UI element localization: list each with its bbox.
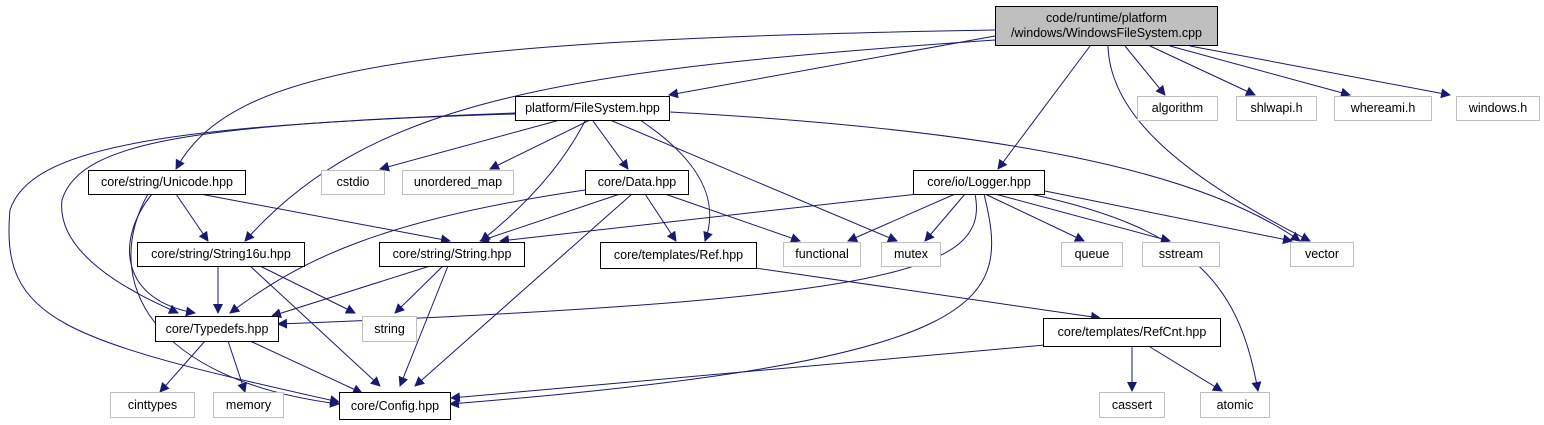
node-config-hpp[interactable]: core/Config.hpp bbox=[339, 392, 451, 420]
node-filesystem-hpp[interactable]: platform/FileSystem.hpp bbox=[515, 96, 670, 121]
edge-logger-to-vector bbox=[1039, 189, 1293, 245]
node-string-std: string bbox=[362, 316, 417, 342]
edge-filesystem-to-data bbox=[592, 120, 629, 170]
edge-string-to-typedefs bbox=[271, 265, 431, 319]
edge-refcnt-to-atomic bbox=[1149, 346, 1223, 392]
edge-logger-to-functional bbox=[847, 193, 956, 242]
edge-string16u-to-config bbox=[249, 265, 381, 387]
edge-typedefs-to-memory bbox=[227, 340, 247, 393]
edge-root-to-unicode bbox=[175, 29, 996, 170]
node-windows-h: windows.h bbox=[1456, 96, 1540, 121]
edge-logger-to-string bbox=[499, 193, 919, 245]
node-refcnt-hpp[interactable]: core/templates/RefCnt.hpp bbox=[1043, 318, 1221, 347]
root-file-path-line2: /windows/WindowsFileSystem.cpp bbox=[1010, 26, 1203, 40]
edge-logger-to-mutex bbox=[924, 193, 966, 242]
node-functional: functional bbox=[783, 242, 861, 267]
node-logger-hpp[interactable]: core/io/Logger.hpp bbox=[913, 170, 1045, 195]
node-sstream: sstream bbox=[1142, 242, 1220, 267]
node-string16u-hpp[interactable]: core/string/String16u.hpp bbox=[137, 242, 305, 267]
edge-ref-to-refcnt bbox=[754, 267, 1101, 322]
edge-unicode-to-string bbox=[199, 193, 451, 245]
node-mutex: mutex bbox=[881, 242, 941, 267]
node-unordered-map: unordered_map bbox=[402, 170, 514, 195]
node-ref-hpp[interactable]: core/templates/Ref.hpp bbox=[600, 242, 757, 269]
root-file-path-line1: code/runtime/platform bbox=[1046, 11, 1167, 25]
node-vector: vector bbox=[1290, 242, 1354, 267]
node-cinttypes: cinttypes bbox=[110, 392, 195, 418]
edge-data-to-typedefs bbox=[229, 189, 586, 314]
edge-filesystem-to-config bbox=[8, 113, 516, 405]
node-algorithm: algorithm bbox=[1137, 96, 1218, 121]
edge-string-to-string-std bbox=[394, 265, 444, 314]
edge-filesystem-to-typedefs bbox=[61, 112, 516, 314]
node-memory: memory bbox=[213, 392, 284, 418]
edge-logger-to-config bbox=[449, 193, 993, 409]
edge-logger-to-queue bbox=[984, 193, 1085, 242]
edge-logger-to-atomic bbox=[1029, 193, 1262, 392]
edge-string16u-to-string bbox=[259, 265, 356, 314]
node-shlwapi-h: shlwapi.h bbox=[1236, 96, 1317, 121]
edge-filesystem-to-ref bbox=[639, 119, 713, 242]
edge-root-to-filesystem bbox=[668, 35, 996, 99]
edge-logger-to-typedefs bbox=[277, 193, 977, 329]
node-data-hpp[interactable]: core/Data.hpp bbox=[585, 170, 689, 195]
node-typedefs-hpp[interactable]: core/Typedefs.hpp bbox=[155, 316, 279, 342]
edge-typedefs-to-cinttypes bbox=[159, 340, 206, 393]
edge-filesystem-to-mutex bbox=[609, 119, 898, 243]
edge-unicode-to-config bbox=[130, 193, 340, 408]
node-cassert: cassert bbox=[1099, 392, 1165, 418]
edge-root-to-string16u bbox=[244, 39, 996, 242]
edge-logger-to-sstream bbox=[994, 193, 1171, 244]
node-atomic: atomic bbox=[1200, 392, 1270, 418]
edge-filesystem-to-vector bbox=[669, 111, 1301, 242]
edge-root-to-shlwapi bbox=[1149, 45, 1256, 96]
edge-filesystem-to-unordered-map bbox=[489, 119, 591, 170]
edge-filesystem-to-cstdio bbox=[379, 119, 561, 172]
edge-data-to-functional bbox=[664, 193, 801, 243]
node-string-hpp[interactable]: core/string/String.hpp bbox=[379, 242, 525, 267]
edge-filesystem-to-string bbox=[480, 120, 586, 242]
edge-refcnt-to-config bbox=[450, 344, 1046, 403]
edge-string-to-config bbox=[398, 265, 449, 387]
edge-typedefs-to-config bbox=[249, 340, 363, 394]
node-cstdio: cstdio bbox=[321, 170, 385, 195]
node-whereami-h: whereami.h bbox=[1334, 96, 1432, 121]
edge-root-to-logger bbox=[997, 45, 1091, 170]
edge-data-to-ref bbox=[644, 193, 677, 242]
edge-root-to-algorithm bbox=[1124, 45, 1166, 96]
edge-unicode-to-string16u bbox=[175, 193, 209, 242]
edge-data-to-string bbox=[479, 193, 621, 243]
node-queue: queue bbox=[1061, 242, 1123, 267]
root-file-node: code/runtime/platform /windows/WindowsFi… bbox=[995, 6, 1218, 46]
node-unicode-hpp[interactable]: core/string/Unicode.hpp bbox=[88, 170, 246, 195]
edge-root-to-vector bbox=[1107, 45, 1311, 242]
edge-data-to-config bbox=[414, 193, 633, 387]
edge-root-to-windows bbox=[1189, 45, 1451, 99]
edge-root-to-whereami bbox=[1169, 45, 1351, 98]
